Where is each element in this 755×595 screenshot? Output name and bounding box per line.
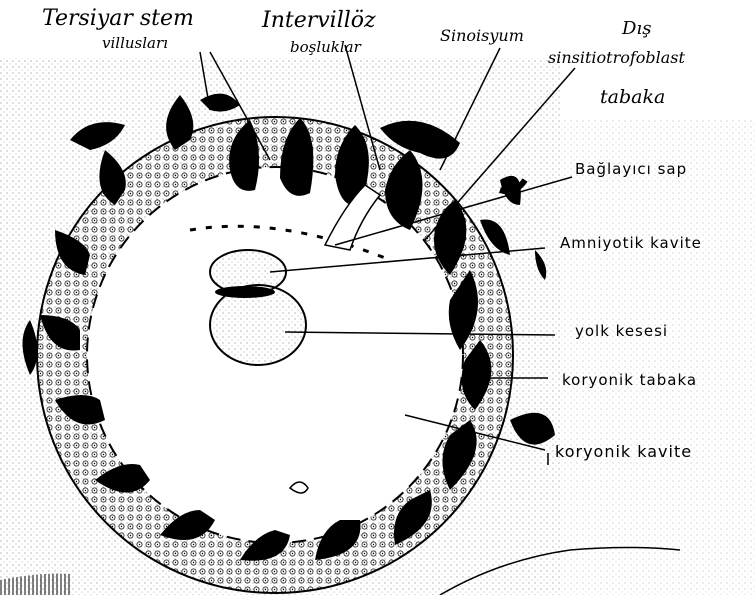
label-villuslari: villusları: [102, 36, 168, 51]
label-baglayici-sap: Bağlayıcı sap: [575, 162, 687, 177]
label-yolk-kesesi: yolk kesesi: [575, 324, 668, 339]
label-dis: Dış: [622, 20, 651, 38]
label-bosluklar: boşluklar: [290, 40, 361, 55]
label-sinoisyum: Sinoisyum: [440, 28, 524, 44]
label-tabaka: tabaka: [600, 88, 665, 107]
label-intervilloz: Intervillöz: [262, 10, 376, 32]
label-amniyotik-kavite: Amniyotik kavite: [560, 236, 702, 251]
embryonic-disc: [215, 286, 275, 298]
label-koryonik-kavite: koryonik kavite: [555, 444, 692, 460]
label-koryonik-tabaka: koryonik tabaka: [562, 373, 697, 388]
maternal-tissue-stipple-right: [560, 120, 755, 595]
label-tersiyar-stem: Tersiyar stem: [42, 8, 194, 30]
label-sinsitiotrofoblast: sinsitiotrofoblast: [548, 50, 685, 66]
